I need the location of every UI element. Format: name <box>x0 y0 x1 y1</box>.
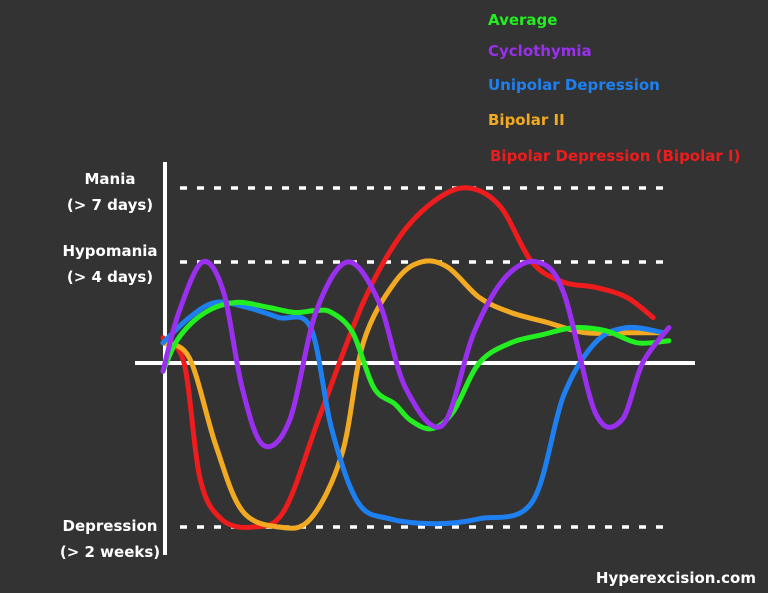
series-line-bipolar-ii <box>160 258 667 531</box>
level-label-mania: Mania <box>85 170 136 188</box>
level-labels: Mania (> 7 days) Hypomania (> 4 days) Depres… <box>60 170 160 561</box>
level-sublabel-hypomania: (> 4 days) <box>67 268 153 286</box>
series-lines <box>160 185 672 531</box>
level-guides <box>180 186 668 529</box>
legend-entry-bipolar-depression-bipolar-i: Bipolar Depression (Bipolar I) <box>490 147 740 165</box>
series-line-cyclothymia <box>160 258 672 450</box>
level-sublabel-depression: (> 2 weeks) <box>60 543 160 561</box>
series-line-bipolar-depression-bipolar-i <box>160 185 656 530</box>
legend-entry-cyclothymia: Cyclothymia <box>488 42 592 60</box>
legend-entry-bipolar-ii: Bipolar II <box>488 111 565 129</box>
watermark: Hyperexcision.com <box>596 569 756 587</box>
series-line-average <box>160 299 672 432</box>
legend-entry-average: Average <box>488 11 557 29</box>
level-label-hypomania: Hypomania <box>62 242 157 260</box>
level-sublabel-mania: (> 7 days) <box>67 196 153 214</box>
level-label-depression: Depression <box>63 517 158 535</box>
legend-entry-unipolar-depression: Unipolar Depression <box>488 76 660 94</box>
